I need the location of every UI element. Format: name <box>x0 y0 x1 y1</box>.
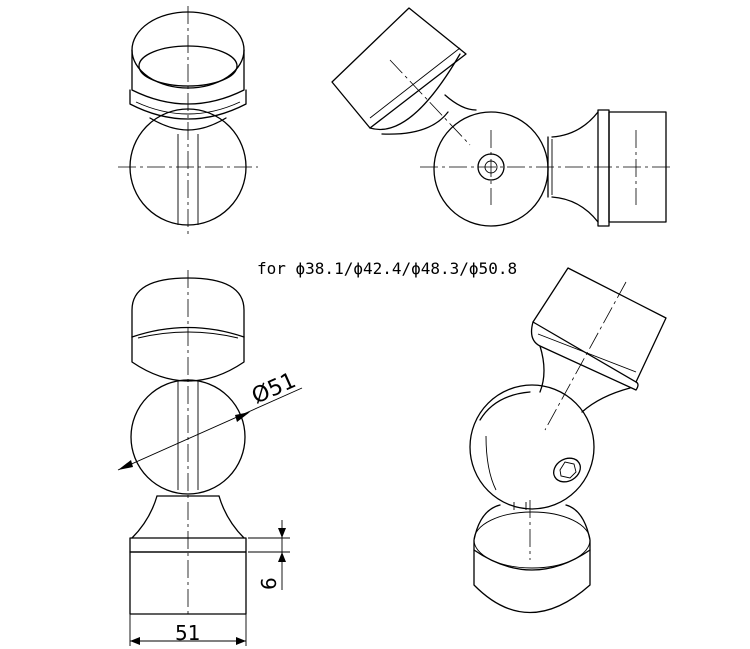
base-width-label: 51 <box>175 621 200 645</box>
ball-diameter-label: Ø51 <box>248 368 300 409</box>
side-view-bottom-left: Ø51 6 51 <box>117 270 303 646</box>
angled-view-top-right <box>331 7 670 227</box>
isometric-view-bottom-right <box>469 267 667 613</box>
front-view-top-left <box>118 6 258 235</box>
size-caption: for ϕ38.1/ϕ42.4/ϕ48.3/ϕ50.8 <box>257 259 517 278</box>
flange-thickness-label: 6 <box>257 577 281 590</box>
